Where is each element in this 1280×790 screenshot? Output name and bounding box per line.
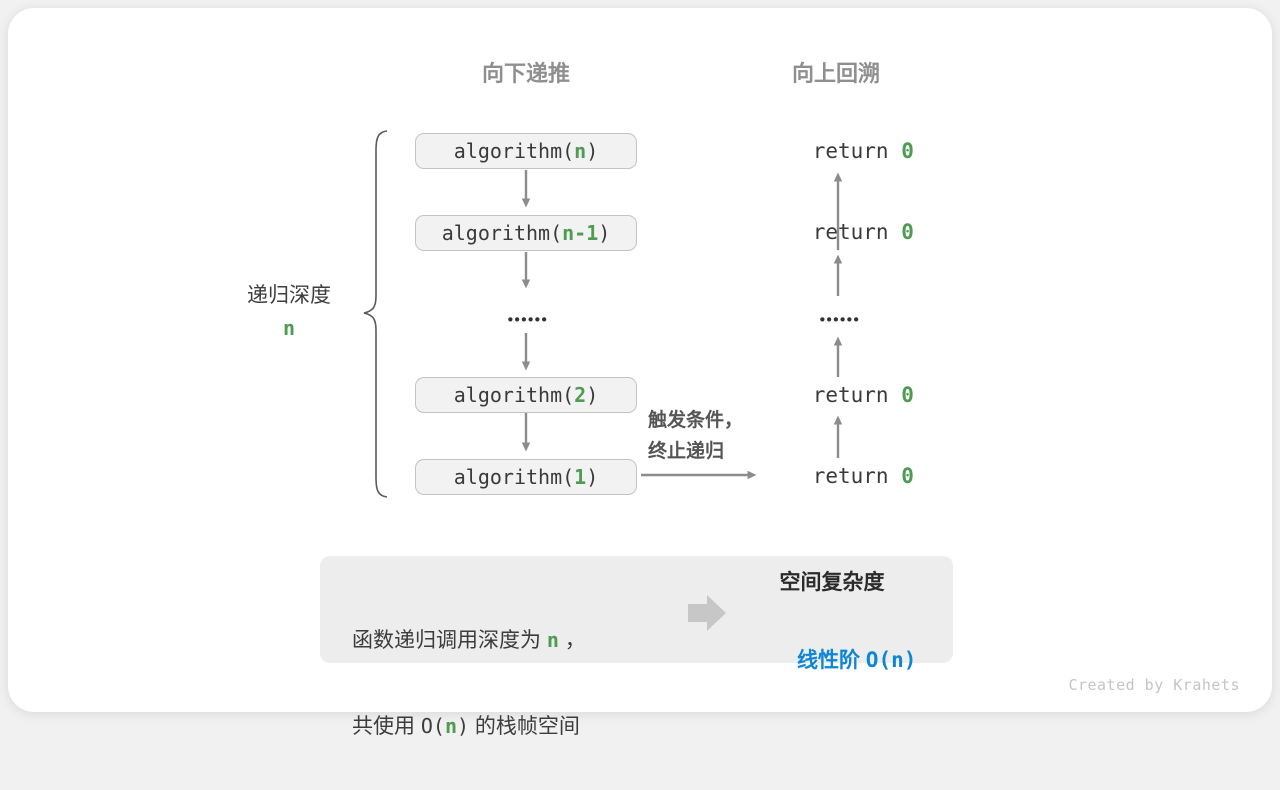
call-box-2-arg: 2 [574, 383, 587, 407]
summary-line1-comma: ， [558, 629, 586, 652]
return-statement-1: return 0 [762, 115, 914, 187]
terminate-note-line2: 终止递归 [648, 441, 725, 462]
call-box-n-arg: n [574, 139, 587, 163]
return-val: 0 [901, 220, 914, 244]
space-complexity-result-cn: 线性阶 [796, 649, 866, 672]
header-backtrack: 向上回溯 [791, 61, 881, 86]
header-descend: 向下递推 [481, 61, 571, 86]
ellipsis-right: •••••• [819, 311, 861, 329]
return-kw: return [812, 383, 902, 407]
call-box-n-1-post: ) [598, 221, 611, 245]
call-box-n-1: algorithm(n-1) [415, 215, 637, 251]
summary-line1-n: n [546, 628, 559, 652]
space-complexity-result: 线性阶 O(n) [774, 615, 917, 706]
call-box-n-pre: algorithm( [453, 139, 575, 163]
return-val: 0 [901, 383, 914, 407]
return-kw: return [812, 464, 902, 488]
summary-line2-suffix: 的栈帧空间 [469, 715, 580, 738]
return-statement-2: return 0 [762, 196, 914, 268]
depth-label-text: 递归深度 [247, 284, 331, 307]
call-box-2: algorithm(2) [415, 377, 637, 413]
summary-box [320, 556, 953, 663]
depth-label-value: n [282, 316, 296, 340]
call-box-n-1-pre: algorithm( [441, 221, 563, 245]
call-box-2-post: ) [586, 383, 599, 407]
summary-block-arrow-icon [688, 595, 726, 631]
terminate-note-line1: 触发条件， [648, 410, 744, 431]
return-statement-4: return 0 [762, 440, 914, 512]
depth-label: 递归深度 n [247, 283, 331, 340]
summary-left-text: 函数递归调用深度为 n ， 共使用 O(n) 的栈帧空间 [352, 577, 586, 790]
summary-line2-n: n [444, 714, 457, 738]
call-box-1-arg: 1 [574, 465, 587, 489]
call-box-1-post: ) [586, 465, 599, 489]
return-statement-3: return 0 [762, 359, 914, 431]
summary-line2: 共使用 O(n) 的栈帧空间 [352, 711, 586, 742]
call-box-n: algorithm(n) [415, 133, 637, 169]
summary-line1: 函数递归调用深度为 n ， [352, 625, 586, 656]
ellipsis-left: •••••• [507, 311, 549, 329]
depth-brace [363, 130, 388, 498]
call-box-1: algorithm(1) [415, 459, 637, 495]
return-kw: return [812, 220, 902, 244]
call-box-2-pre: algorithm( [453, 383, 575, 407]
space-complexity-big-o: O(n) [865, 648, 917, 672]
summary-line2-text: 共使用 [352, 715, 421, 738]
terminate-note: 触发条件， 终止递归 [648, 405, 743, 467]
summary-line2-o-close: ) [456, 714, 470, 738]
return-kw: return [812, 139, 902, 163]
call-box-1-pre: algorithm( [453, 465, 575, 489]
watermark: Created by Krahets [1068, 676, 1240, 694]
return-val: 0 [901, 464, 914, 488]
return-val: 0 [901, 139, 914, 163]
diagram-canvas: 向下递推 向上回溯 递归深度 n algorithm(n) algorithm(… [8, 8, 1272, 738]
summary-line2-o-open: O( [420, 714, 445, 738]
summary-line1-text: 函数递归调用深度为 [352, 629, 547, 652]
call-box-n-post: ) [586, 139, 599, 163]
connectors-layer [363, 130, 843, 631]
call-box-n-1-arg: n-1 [562, 221, 599, 245]
space-complexity-title: 空间复杂度 [779, 571, 885, 594]
